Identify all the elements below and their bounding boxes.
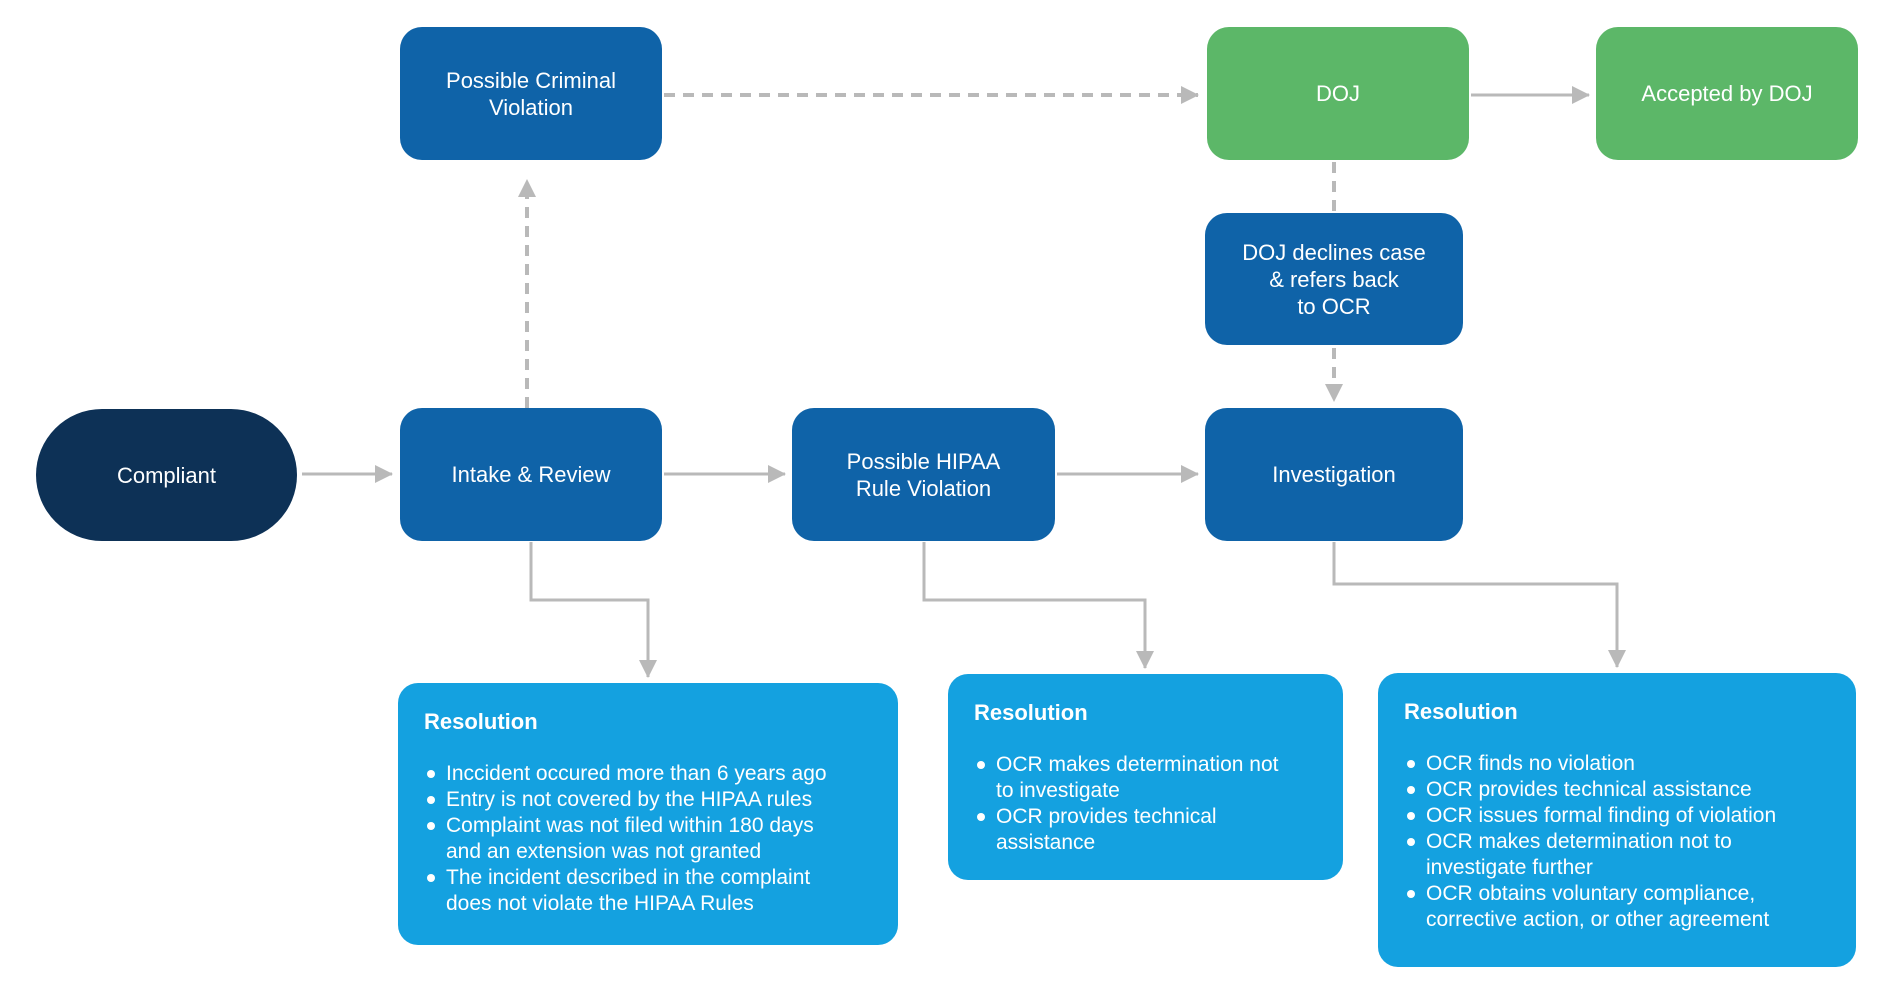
node-possible-criminal-violation: Possible Criminal Violation	[400, 27, 662, 160]
resolution-bullet: OCR provides technical assistance	[974, 804, 1319, 856]
node-accepted-by-doj: Accepted by DOJ	[1596, 27, 1858, 160]
connector-investigation-to-resolution	[1332, 542, 1626, 668]
connector-intake-to-resolution	[529, 542, 657, 678]
resolution-title: Resolution	[1404, 699, 1518, 724]
resolution-bullet: Complaint was not filed within 180 days …	[424, 813, 874, 865]
resolution-box-hipaa: Resolution OCR makes determination not t…	[948, 674, 1343, 880]
resolution-bullet: OCR issues formal finding of violation	[1404, 803, 1832, 829]
resolution-bullet-list: OCR makes determination not to investiga…	[974, 752, 1319, 856]
node-possible-hipaa-rule-violation: Possible HIPAA Rule Violation	[792, 408, 1055, 541]
node-investigation: Investigation	[1205, 408, 1463, 541]
node-compliant: Compliant	[36, 409, 297, 541]
resolution-bullet: Inccident occured more than 6 years ago	[424, 761, 874, 787]
resolution-bullet: OCR makes determination not to investiga…	[1404, 829, 1832, 881]
node-doj: DOJ	[1207, 27, 1469, 160]
node-intake-review: Intake & Review	[400, 408, 662, 541]
resolution-bullet: The incident described in the complaint …	[424, 865, 874, 917]
resolution-bullet: OCR makes determination not to investiga…	[974, 752, 1319, 804]
resolution-title: Resolution	[424, 709, 538, 734]
resolution-bullet: OCR obtains voluntary compliance, correc…	[1404, 881, 1832, 933]
resolution-bullet: OCR provides technical assistance	[1404, 777, 1832, 803]
resolution-title: Resolution	[974, 700, 1088, 725]
resolution-box-intake: Resolution Inccident occured more than 6…	[398, 683, 898, 945]
connector-hipaa-to-resolution	[922, 542, 1154, 669]
resolution-bullet: Entry is not covered by the HIPAA rules	[424, 787, 874, 813]
resolution-bullet: OCR finds no violation	[1404, 751, 1832, 777]
node-doj-declines-refers-back: DOJ declines case & refers back to OCR	[1205, 213, 1463, 345]
